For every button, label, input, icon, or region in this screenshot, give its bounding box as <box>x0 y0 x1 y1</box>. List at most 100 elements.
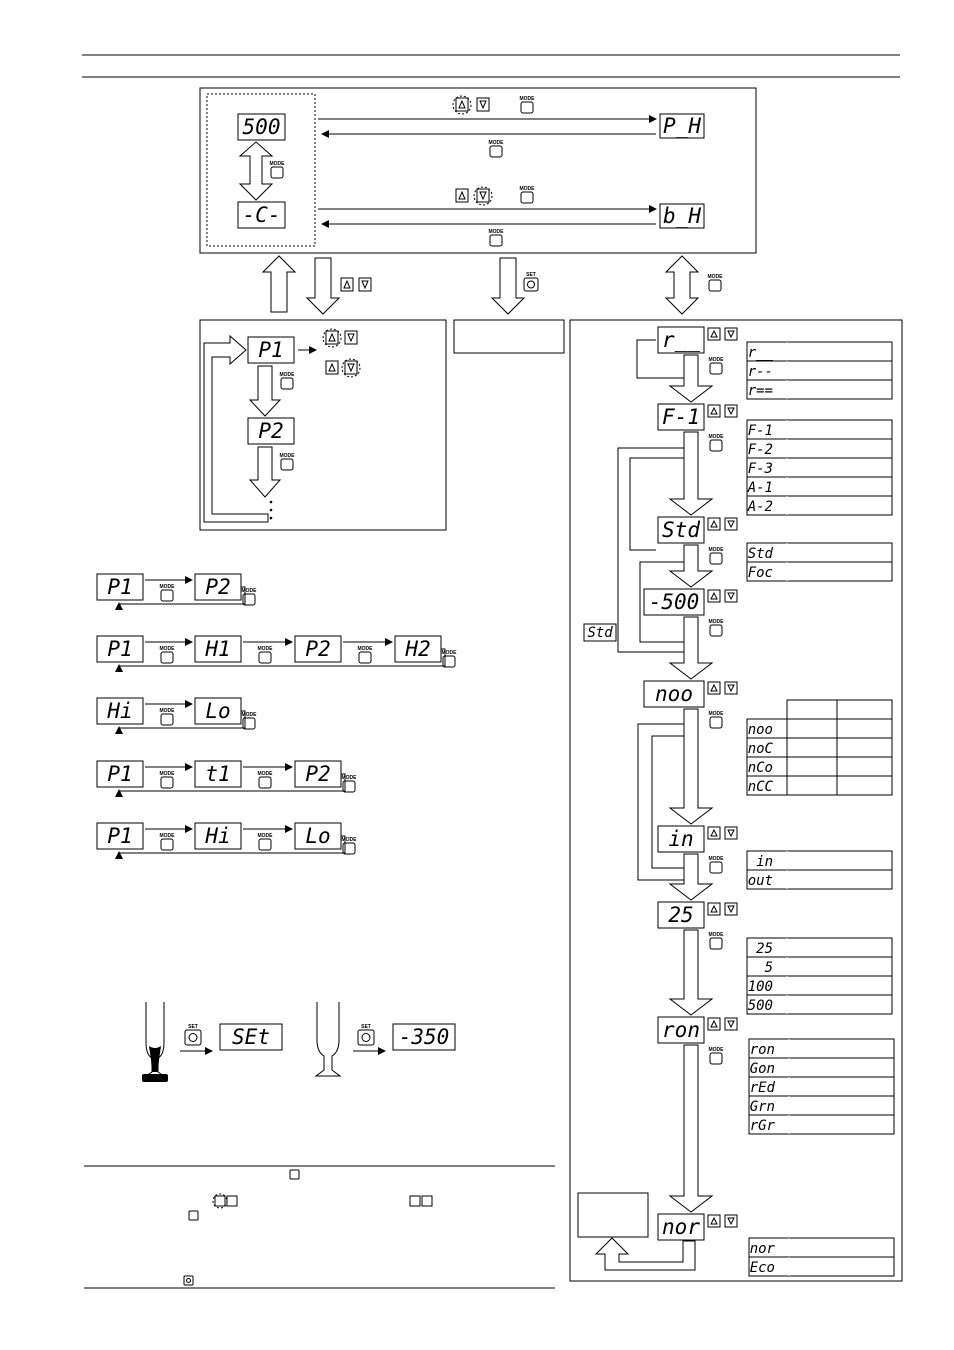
up-arrow-button-icon[interactable] <box>707 327 721 341</box>
mode-button[interactable]: MODE <box>489 229 505 247</box>
up-down-buttons[interactable] <box>340 277 372 292</box>
mode-button-icon[interactable] <box>709 624 723 637</box>
mode-button-icon[interactable] <box>442 655 456 668</box>
mode-button[interactable]: MODE <box>708 274 724 292</box>
mode-button-icon[interactable] <box>258 838 272 851</box>
mode-button-icon[interactable] <box>489 145 503 158</box>
up-arrow-button-icon[interactable] <box>707 404 721 418</box>
mode-button-icon[interactable] <box>489 234 503 247</box>
mode-button-icon[interactable] <box>520 101 534 114</box>
mode-button[interactable]: MODE <box>342 837 358 855</box>
mode-button[interactable]: MODE <box>160 646 176 664</box>
mode-button-icon[interactable] <box>709 552 723 565</box>
up-down-buttons[interactable] <box>322 328 358 348</box>
mode-button[interactable]: MODE <box>709 357 725 375</box>
mode-button[interactable]: MODE <box>242 712 258 730</box>
mode-button[interactable]: MODE <box>442 650 458 668</box>
mode-button[interactable]: MODE <box>520 186 536 204</box>
mode-button-icon[interactable] <box>709 937 723 950</box>
mode-button[interactable]: MODE <box>358 646 374 664</box>
mode-button-icon[interactable] <box>342 780 356 793</box>
mode-button[interactable]: MODE <box>270 161 286 179</box>
mode-button[interactable]: MODE <box>280 372 296 390</box>
option-code: 5 <box>765 960 773 976</box>
down-arrow-button-icon[interactable] <box>724 902 738 916</box>
set-button[interactable]: SET <box>184 1024 202 1046</box>
mode-button-icon[interactable] <box>280 458 294 471</box>
mode-button-icon[interactable] <box>709 362 723 375</box>
mode-button-icon[interactable] <box>160 838 174 851</box>
down-arrow-button-icon[interactable] <box>724 589 738 603</box>
mode-button[interactable]: MODE <box>242 588 258 606</box>
down-arrow-button-icon[interactable] <box>724 1017 738 1031</box>
mode-button-icon[interactable] <box>160 589 174 602</box>
mode-button-icon[interactable] <box>160 651 174 664</box>
up-down-buttons[interactable] <box>707 404 738 418</box>
up-down-buttons[interactable] <box>707 826 738 840</box>
mode-button[interactable]: MODE <box>258 646 274 664</box>
up-arrow-button-icon[interactable] <box>707 517 721 531</box>
mode-button-icon[interactable] <box>520 191 534 204</box>
up-down-buttons[interactable] <box>707 1214 738 1228</box>
mode-button-icon[interactable] <box>342 842 356 855</box>
mode-button[interactable]: MODE <box>709 856 725 874</box>
up-down-buttons[interactable] <box>455 186 493 206</box>
set-button-icon[interactable] <box>184 1029 202 1046</box>
mode-button[interactable]: MODE <box>160 833 176 851</box>
up-arrow-button-icon[interactable] <box>707 1017 721 1031</box>
up-down-buttons[interactable] <box>452 95 490 115</box>
mode-button[interactable]: MODE <box>258 771 274 789</box>
mode-button-icon[interactable] <box>709 1052 723 1065</box>
mode-button-icon[interactable] <box>280 377 294 390</box>
mode-button[interactable]: MODE <box>709 711 725 729</box>
up-arrow-button-icon[interactable] <box>707 902 721 916</box>
mode-button[interactable]: MODE <box>709 932 725 950</box>
mode-button-icon[interactable] <box>358 651 372 664</box>
mode-button-icon[interactable] <box>270 166 284 179</box>
down-arrow-button-icon[interactable] <box>724 517 738 531</box>
mode-button[interactable]: MODE <box>520 96 536 114</box>
up-down-buttons[interactable] <box>707 589 738 603</box>
up-arrow-button-icon[interactable] <box>707 1214 721 1228</box>
mode-button[interactable]: MODE <box>280 453 296 471</box>
mode-button-icon[interactable] <box>258 776 272 789</box>
down-arrow-button-icon[interactable] <box>724 826 738 840</box>
up-arrow-button-icon[interactable] <box>707 681 721 695</box>
down-arrow-button-icon[interactable] <box>724 404 738 418</box>
up-down-buttons[interactable] <box>707 517 738 531</box>
up-down-buttons[interactable] <box>707 1017 738 1031</box>
up-arrow-button-icon[interactable] <box>707 589 721 603</box>
mode-button[interactable]: MODE <box>160 584 176 602</box>
mode-button[interactable]: MODE <box>160 771 176 789</box>
mode-button[interactable]: MODE <box>489 140 505 158</box>
mode-button-icon[interactable] <box>258 651 272 664</box>
up-arrow-button-icon[interactable] <box>707 826 721 840</box>
mode-button[interactable]: MODE <box>160 708 176 726</box>
up-down-buttons[interactable] <box>325 358 361 378</box>
mode-button[interactable]: MODE <box>709 619 725 637</box>
mode-button[interactable]: MODE <box>709 1047 725 1065</box>
mode-button-icon[interactable] <box>242 593 256 606</box>
up-down-buttons[interactable] <box>707 902 738 916</box>
mode-button[interactable]: MODE <box>709 547 725 565</box>
mode-button-icon[interactable] <box>709 861 723 874</box>
display-text: P_H <box>663 114 701 138</box>
mode-button-icon[interactable] <box>709 439 723 452</box>
mode-button[interactable]: MODE <box>342 775 358 793</box>
down-arrow-button-icon[interactable] <box>724 681 738 695</box>
mode-button-icon[interactable] <box>160 713 174 726</box>
up-down-buttons[interactable] <box>707 327 738 341</box>
set-button-icon[interactable] <box>523 277 539 292</box>
mode-button-icon[interactable] <box>242 717 256 730</box>
up-down-buttons[interactable] <box>707 681 738 695</box>
set-button-icon[interactable] <box>357 1029 375 1046</box>
set-button[interactable]: SET <box>357 1024 375 1046</box>
mode-button-icon[interactable] <box>709 716 723 729</box>
mode-button-icon[interactable] <box>160 776 174 789</box>
down-arrow-button-icon[interactable] <box>724 1214 738 1228</box>
mode-button[interactable]: MODE <box>258 833 274 851</box>
mode-button[interactable]: MODE <box>709 434 725 452</box>
down-arrow-button-icon[interactable] <box>724 327 738 341</box>
set-button[interactable]: SET <box>523 272 539 292</box>
mode-button-icon[interactable] <box>708 279 722 292</box>
